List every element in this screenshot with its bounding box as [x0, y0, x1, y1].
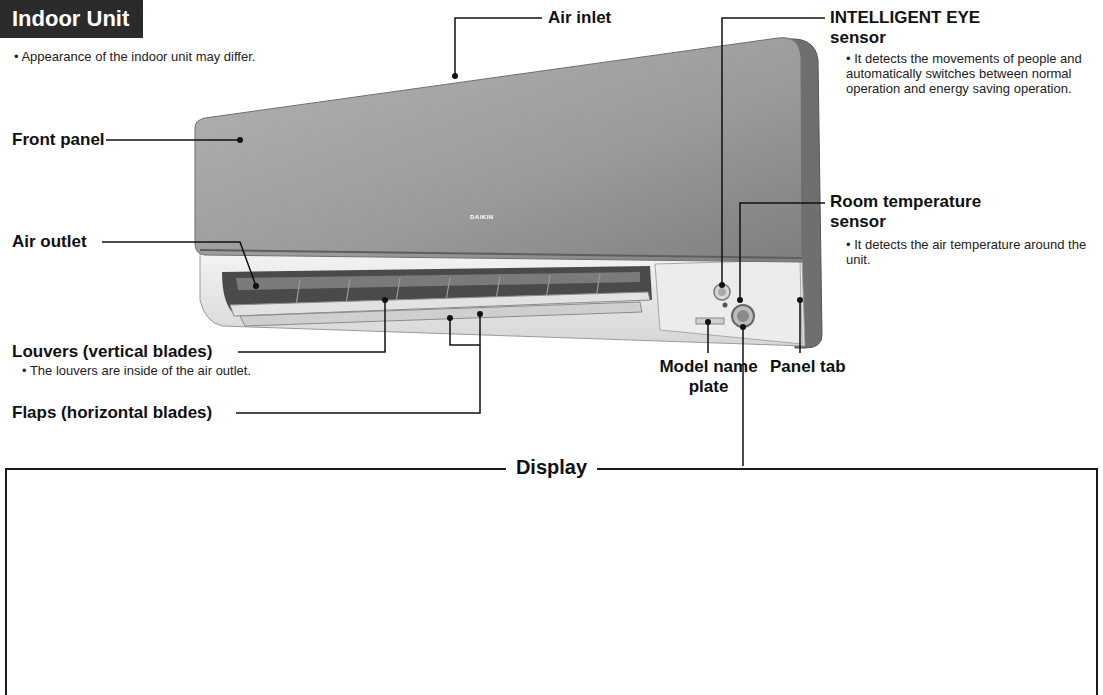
part-label: Room temperature sensor — [830, 192, 1005, 231]
part-label: Louvers (vertical blades) — [12, 342, 212, 362]
note-text: • It detects the movements of people and… — [846, 52, 1091, 97]
part-label: Air inlet — [548, 8, 611, 28]
display-panel: Display — [5, 468, 1098, 695]
part-label: Panel tab — [770, 357, 846, 377]
note-text: • Appearance of the indoor unit may diff… — [14, 50, 334, 65]
panel-heading: Display — [7, 456, 1096, 479]
part-label: Flaps (horizontal blades) — [12, 403, 212, 423]
part-label: Front panel — [12, 130, 105, 150]
note-text: • It detects the air temperature around … — [846, 238, 1091, 268]
title-tab: Indoor Unit — [0, 0, 143, 38]
part-label: INTELLIGENT EYE sensor — [830, 8, 1005, 47]
panel-heading-text: Display — [506, 456, 597, 478]
note-text: • The louvers are inside of the air outl… — [22, 364, 342, 379]
brand-logo: DAIKIN — [470, 214, 494, 221]
part-label: Air outlet — [12, 232, 87, 252]
part-label: Model name plate — [656, 357, 761, 396]
